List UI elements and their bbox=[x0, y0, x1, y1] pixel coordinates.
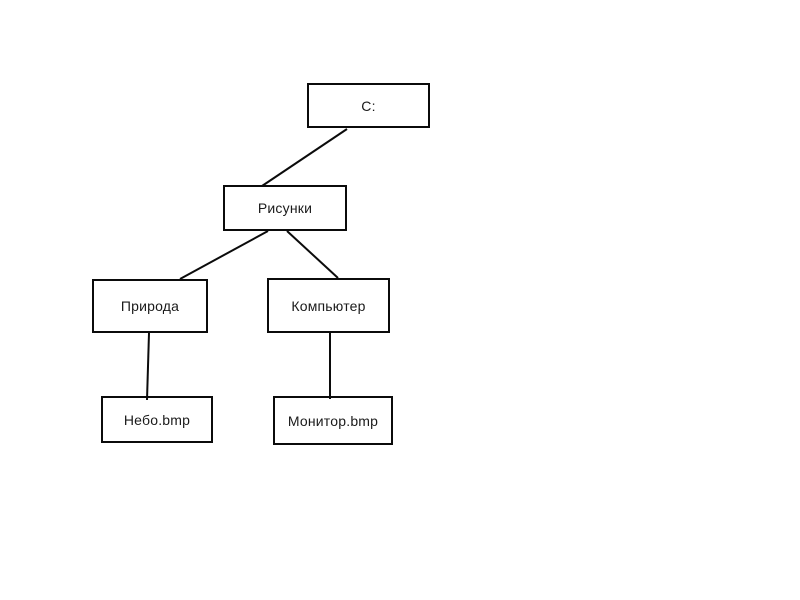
node-priroda: Природа bbox=[92, 279, 208, 333]
node-c-drive: C: bbox=[307, 83, 430, 128]
node-label: Компьютер bbox=[291, 297, 366, 314]
node-label: Природа bbox=[120, 298, 180, 314]
node-label: Рисунки bbox=[257, 200, 313, 216]
edge-c-to-risunki bbox=[261, 128, 348, 187]
node-risunki: Рисунки bbox=[223, 185, 347, 231]
node-kompyuter: Компьютер bbox=[267, 278, 390, 333]
node-label: C: bbox=[361, 97, 376, 114]
node-nebo-bmp: Небо.bmp bbox=[101, 396, 213, 443]
node-label: Небо.bmp bbox=[123, 411, 191, 428]
edge-risunki-to-kompyuter bbox=[286, 230, 339, 279]
node-monitor-bmp: Монитор.bmp bbox=[273, 396, 393, 445]
edge-priroda-to-nebo bbox=[146, 332, 150, 401]
node-label: Монитор.bmp bbox=[287, 412, 379, 429]
edge-risunki-to-priroda bbox=[179, 230, 269, 280]
